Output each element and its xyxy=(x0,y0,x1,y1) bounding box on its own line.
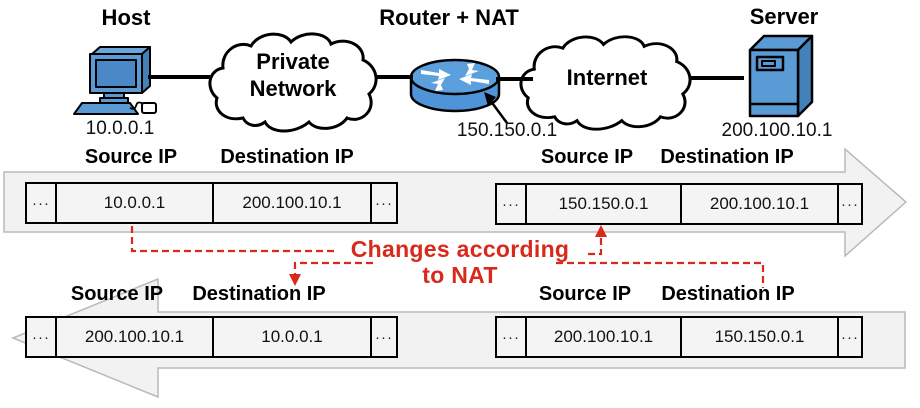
private-network-line1: Private xyxy=(256,49,330,74)
packet-box: ··· 200.100.10.1 150.150.0.1 ··· xyxy=(495,316,863,358)
destination-ip-cell: 200.100.10.1 xyxy=(680,185,837,223)
router-arrow-glyph xyxy=(465,63,479,76)
nat-change-note: Changes according to NAT xyxy=(351,236,570,288)
router-arrow-glyph xyxy=(421,69,451,80)
source-ip-cell: 200.100.10.1 xyxy=(525,318,680,356)
source-ip-cell: 150.150.0.1 xyxy=(525,185,680,223)
packet-ellipsis-cell: ··· xyxy=(837,185,861,223)
source-ip-label: Source IP xyxy=(540,146,634,168)
nat-change-note-line2: to NAT xyxy=(422,262,498,288)
private-network-line2: Network xyxy=(249,76,337,101)
server-icon xyxy=(748,34,814,118)
cloud-shape xyxy=(208,32,378,133)
packet-ellipsis-cell: ··· xyxy=(370,318,396,356)
router-arrow-glyph xyxy=(459,74,489,85)
destination-ip-cell: 200.100.10.1 xyxy=(212,184,370,222)
internet-label: Internet xyxy=(566,65,648,90)
packet-box: ··· 200.100.10.1 10.0.0.1 ··· xyxy=(25,316,398,358)
private-network-label: Private Network xyxy=(250,48,337,102)
host-ip: 10.0.0.1 xyxy=(85,118,155,139)
server-title: Server xyxy=(749,4,819,29)
packet-ellipsis-cell: ··· xyxy=(32,328,50,346)
private-network-cloud xyxy=(208,32,378,133)
destination-ip-cell: 10.0.0.1 xyxy=(212,318,370,356)
host-computer-icon xyxy=(73,46,157,115)
internet-cloud xyxy=(519,35,692,131)
destination-ip-label: Destination IP xyxy=(192,283,326,305)
source-ip-label: Source IP xyxy=(538,283,632,305)
packet-ellipsis-cell: ··· xyxy=(502,328,520,346)
cloud-shape xyxy=(519,35,692,131)
destination-ip-cell: 150.150.0.1 xyxy=(680,318,837,356)
packet-ellipsis-cell: ··· xyxy=(32,194,50,212)
source-ip-cell: 200.100.10.1 xyxy=(55,318,212,356)
destination-ip-label: Destination IP xyxy=(661,283,795,305)
nat-change-note-line1: Changes according xyxy=(350,236,570,262)
packet-ellipsis-cell: ··· xyxy=(502,195,520,213)
source-ip-label: Source IP xyxy=(70,283,164,305)
router-title: Router + NAT xyxy=(379,5,519,30)
source-ip-label: Source IP xyxy=(84,146,178,168)
packet-ellipsis-cell: ··· xyxy=(370,184,396,222)
packet-box: ··· 150.150.0.1 200.100.10.1 ··· xyxy=(495,183,863,225)
destination-ip-label: Destination IP xyxy=(220,146,354,168)
inbound-flow-arrow xyxy=(11,277,906,399)
packet-box: ··· 10.0.0.1 200.100.10.1 ··· xyxy=(25,182,398,224)
router-arrow-glyph xyxy=(431,78,445,91)
source-ip-cell: 10.0.0.1 xyxy=(55,184,212,222)
packet-ellipsis-cell: ··· xyxy=(837,318,861,356)
server-ip: 200.100.10.1 xyxy=(721,120,833,141)
router-ip: 150.150.0.1 xyxy=(456,120,558,141)
host-title: Host xyxy=(101,5,151,30)
destination-ip-label: Destination IP xyxy=(660,146,794,168)
router-icon xyxy=(409,58,501,113)
